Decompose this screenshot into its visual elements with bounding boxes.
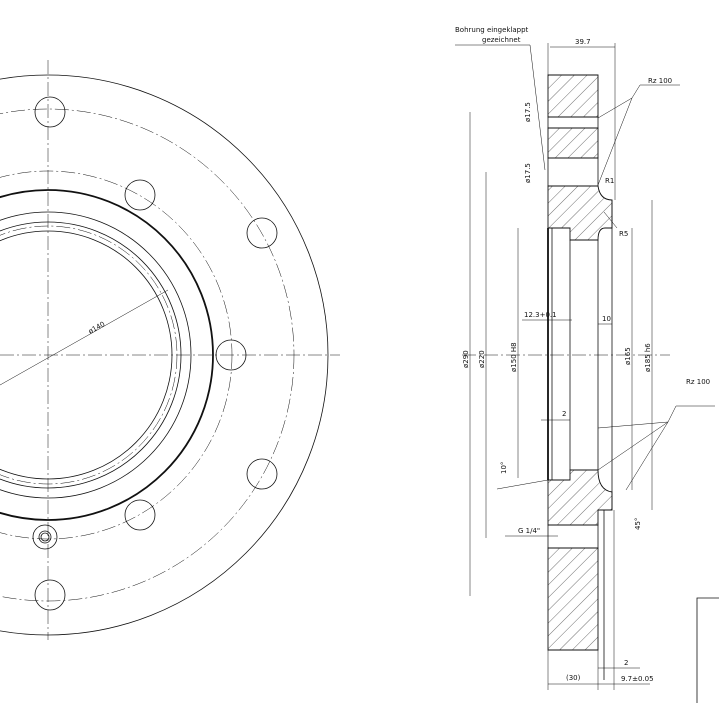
outer-flange-circle (0, 74, 329, 636)
section-hatch (547, 185, 613, 241)
bolt-hole (34, 579, 66, 611)
bore-circle (0, 221, 182, 489)
radius-r5: R5 (619, 230, 628, 238)
hole-dia-2: ø17.5 (524, 163, 532, 183)
thread-label: G 1/4" (518, 527, 540, 535)
dim-290: ø290 (462, 350, 470, 368)
angle-10-line (496, 479, 549, 490)
bolt-hole (246, 458, 278, 490)
roughness-bottom: Rz 100 (686, 378, 710, 386)
threaded-hole-core (40, 532, 50, 542)
dim-220: ø220 (478, 350, 486, 368)
roughness-leader (597, 97, 633, 186)
bore-step-circle (0, 211, 192, 499)
bolt-hole (246, 217, 278, 249)
angle-10: 10° (500, 462, 508, 474)
bolt-circle (0, 108, 295, 602)
dim-2-inner: 2 (562, 410, 566, 418)
section-hatch (547, 74, 599, 118)
section-hatch (547, 127, 599, 159)
front-view: ø140 (0, 60, 340, 640)
bolt-hole (124, 499, 156, 531)
bolt-hole (34, 96, 66, 128)
bolt-hole (215, 339, 247, 371)
roughness-top: Rz 100 (648, 77, 672, 85)
note-line1: Bohrung eingeklappt (455, 26, 529, 34)
inner-pitch-circle (0, 170, 233, 540)
hole-dia-1: ø17.5 (524, 102, 532, 122)
dim-bore-label: ø140 (87, 320, 106, 336)
dim-30: (30) (566, 674, 581, 682)
roughness-symbol-top (597, 84, 680, 119)
radius-r1: R1 (605, 177, 614, 185)
section-hatch (547, 547, 599, 651)
bolt-holes (32, 96, 278, 611)
bore-dimension-line (0, 289, 169, 386)
dim-165: ø165 (624, 347, 632, 365)
roughness-leader (625, 421, 669, 491)
hub-outer-circle (0, 189, 214, 521)
angle-45: 45° (634, 518, 642, 530)
bore-inner-circle (0, 230, 173, 480)
dim-12-3: 12.3+0.1 (524, 311, 557, 319)
dim-185: ø185 h6 (644, 343, 652, 372)
note-leader (455, 44, 546, 171)
threaded-hole-inner (38, 530, 52, 544)
bore-chamfer-circle (0, 225, 178, 485)
bolt-hole (124, 179, 156, 211)
roughness-symbol-bottom (597, 405, 715, 429)
dim-39-7: 39.7 (575, 38, 591, 46)
roughness-leader (597, 421, 669, 471)
threaded-hole (32, 524, 58, 550)
dim-150: ø150 H8 (510, 342, 518, 372)
thread-bore (547, 524, 599, 549)
title-block-frame (696, 597, 719, 703)
section-view: 39.7 Bohrung eingeklappt gezeichnet ø17.… (455, 26, 719, 703)
note-line2: gezeichnet (482, 36, 521, 44)
dim-10: 10 (602, 315, 611, 323)
bolt-bore (547, 157, 599, 187)
dim-2-bottom: 2 (624, 659, 628, 667)
dim-9-7: 9.7±0.05 (621, 675, 654, 683)
section-hatch (547, 469, 613, 526)
r5-leader (603, 211, 618, 229)
bolt-bore (547, 116, 599, 129)
